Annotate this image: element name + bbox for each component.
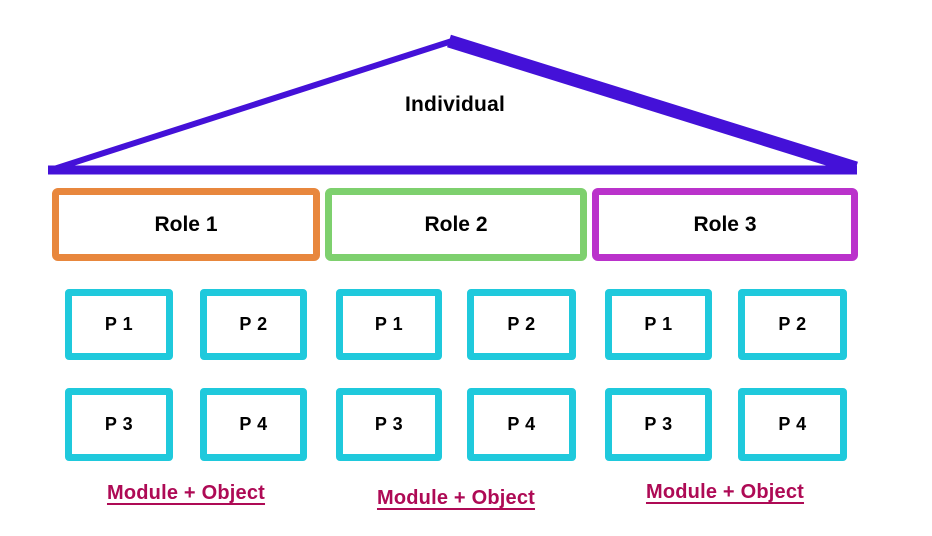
individual-label: Individual	[404, 93, 505, 116]
role-2-permission-p4: P 4	[467, 388, 576, 461]
role-3-box: Role 3	[592, 188, 858, 261]
triangle-right-slope	[447, 34, 858, 175]
permission-label: P 1	[104, 314, 134, 334]
role-2-box: Role 2	[325, 188, 587, 261]
role-1-permission-p4: P 4	[200, 388, 307, 461]
role-3-permission-p2: P 2	[738, 289, 847, 360]
role-2-label: Role 2	[424, 212, 488, 236]
permission-label: P 3	[374, 414, 404, 434]
triangle-left-slope	[53, 38, 453, 172]
role-3-permission-p1: P 1	[605, 289, 712, 360]
role-2-permission-p2: P 2	[467, 289, 576, 360]
permission-label: P 2	[778, 314, 807, 334]
role-1-module-object-label: Module + Object	[106, 482, 266, 504]
pyramid-triangle	[48, 34, 858, 175]
role-3-module-object-label: Module + Object	[645, 481, 805, 503]
permission-label: P 4	[507, 414, 536, 434]
role-1-box: Role 1	[52, 188, 320, 261]
role-2-module-object-label: Module + Object	[376, 487, 536, 509]
role-1-permission-p1: P 1	[65, 289, 173, 360]
role-2-permission-p3: P 3	[336, 388, 442, 461]
permission-label: P 4	[778, 414, 807, 434]
permission-label: P 2	[239, 314, 268, 334]
role-3-permission-p4: P 4	[738, 388, 847, 461]
role-1-permission-p2: P 2	[200, 289, 307, 360]
role-3-permission-p3: P 3	[605, 388, 712, 461]
permission-label: P 4	[239, 414, 268, 434]
permission-label: P 1	[644, 314, 673, 334]
permission-label: P 2	[507, 314, 536, 334]
permission-label: P 3	[644, 414, 673, 434]
permission-label: P 3	[104, 414, 134, 434]
role-1-permission-p3: P 3	[65, 388, 173, 461]
role-3-label: Role 3	[693, 212, 757, 236]
role-2-permission-p1: P 1	[336, 289, 442, 360]
role-1-label: Role 1	[154, 212, 218, 236]
permission-label: P 1	[374, 314, 404, 334]
